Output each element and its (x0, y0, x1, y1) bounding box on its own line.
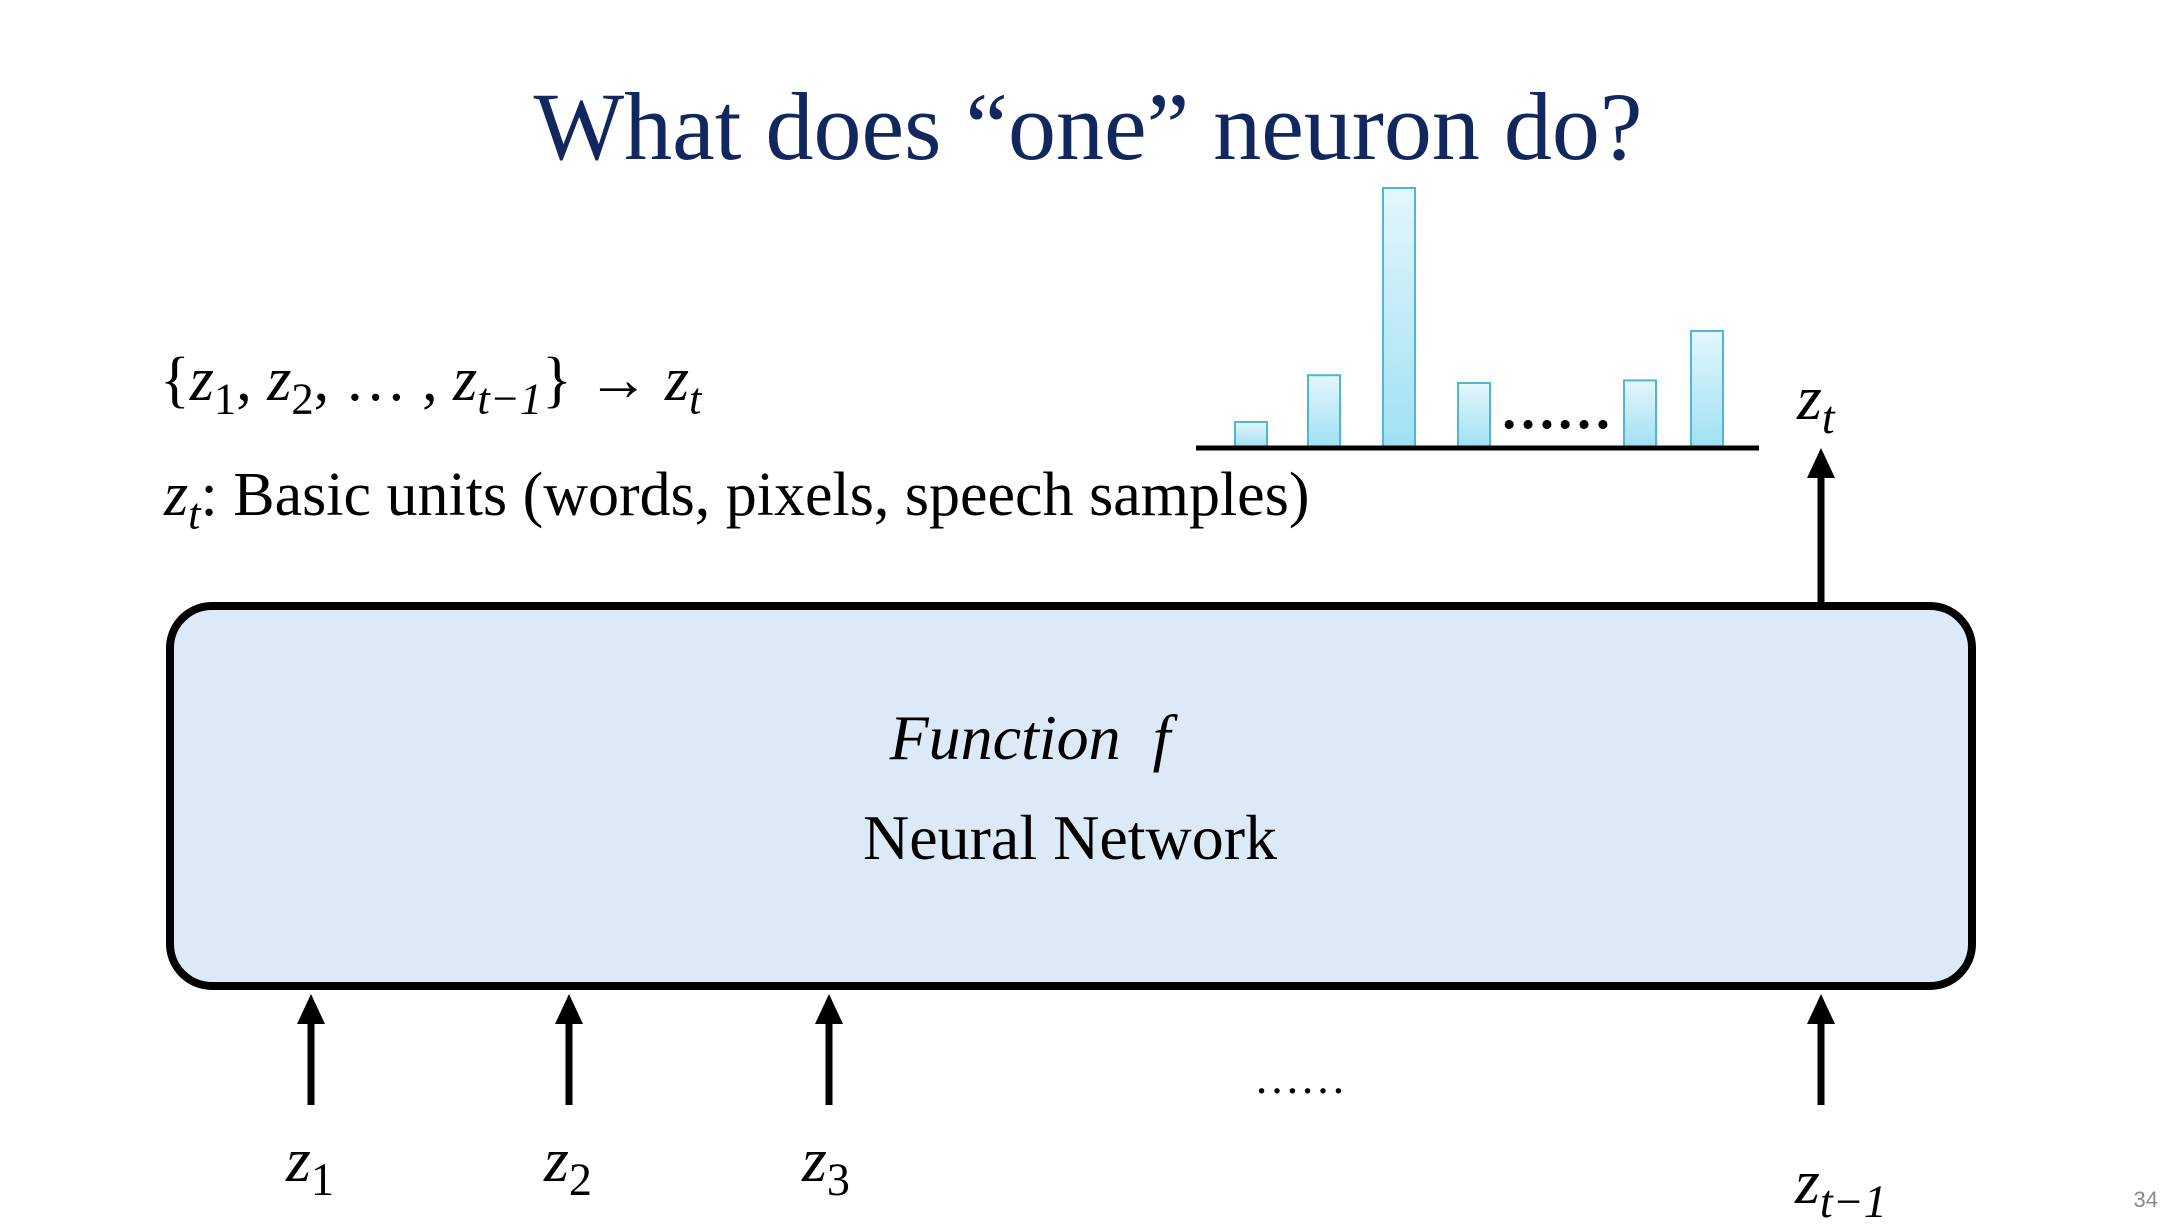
function-word: Function (889, 702, 1121, 773)
zt-1-var: z (453, 346, 478, 414)
input-z2-subscript: 2 (568, 1153, 592, 1205)
def-z-var: z (164, 461, 189, 529)
comma-2: , (313, 346, 330, 414)
basic-units-definition: zt: Basic units (words, pixels, speech s… (164, 455, 1310, 539)
function-symbol: f (1152, 702, 1171, 773)
histogram-bar-5 (1623, 379, 1657, 449)
z1-var: z (189, 346, 214, 414)
z2-var: z (267, 346, 292, 414)
histogram-ellipsis: …… (1500, 379, 1612, 441)
input-arrow-zt-1 (1807, 994, 1835, 1105)
input-label-z3: z3 (802, 1120, 850, 1202)
def-text: : Basic units (words, pixels, speech sam… (200, 461, 1310, 529)
input-z1-var: z (286, 1124, 311, 1195)
zt-subscript: t (689, 373, 702, 424)
output-z-subscript: t (1821, 391, 1835, 443)
input-arrow-z2 (555, 994, 583, 1105)
histogram-bar-3 (1382, 187, 1416, 449)
input-z1-subscript: 1 (310, 1153, 334, 1205)
output-z-var: z (1797, 362, 1822, 433)
input-zt-1-var: z (1795, 1146, 1820, 1217)
z1-subscript: 1 (213, 373, 237, 424)
input-zt-1-subscript: t−1 (1819, 1175, 1887, 1224)
distribution-histogram (1234, 187, 1724, 450)
input-z2-var: z (544, 1124, 569, 1195)
z2-subscript: 2 (291, 373, 314, 424)
def-z-subscript: t (188, 488, 201, 539)
input-label-z1: z1 (286, 1120, 334, 1202)
output-arrow-zt (1807, 448, 1835, 602)
histogram-bar-6 (1690, 330, 1724, 449)
right-arrow: → (587, 346, 650, 414)
function-box (166, 602, 1976, 990)
histogram-bar-2 (1307, 374, 1341, 450)
input-z3-subscript: 3 (826, 1153, 850, 1205)
open-brace: { (160, 346, 190, 414)
close-brace: } (542, 346, 572, 414)
input-label-z2: z2 (544, 1120, 592, 1202)
histogram-bar-4 (1457, 382, 1491, 449)
formula-dots: … (344, 346, 407, 414)
sequence-formula: {z1, z2, … , zt−1} → zt (160, 340, 702, 424)
page-number: 34 (2133, 1187, 2158, 1212)
zt-var: z (664, 346, 690, 414)
comma-3: , (422, 346, 438, 414)
input-arrow-z3 (815, 994, 843, 1105)
slide-title: What does “one” neuron do? (533, 73, 1643, 180)
zt-1-subscript: t−1 (477, 373, 543, 424)
function-label: Function f (0, 698, 2060, 778)
output-label-zt: zt (1797, 358, 1835, 440)
input-arrow-z1 (297, 994, 325, 1105)
input-label-zt-1: zt−1 (1795, 1142, 1887, 1224)
histogram-bar-1 (1234, 421, 1268, 449)
neural-network-label: Neural Network (862, 802, 1278, 873)
input-z3-var: z (802, 1124, 827, 1195)
comma-1: , (236, 346, 252, 414)
input-ellipsis: …… (1254, 1052, 1346, 1103)
